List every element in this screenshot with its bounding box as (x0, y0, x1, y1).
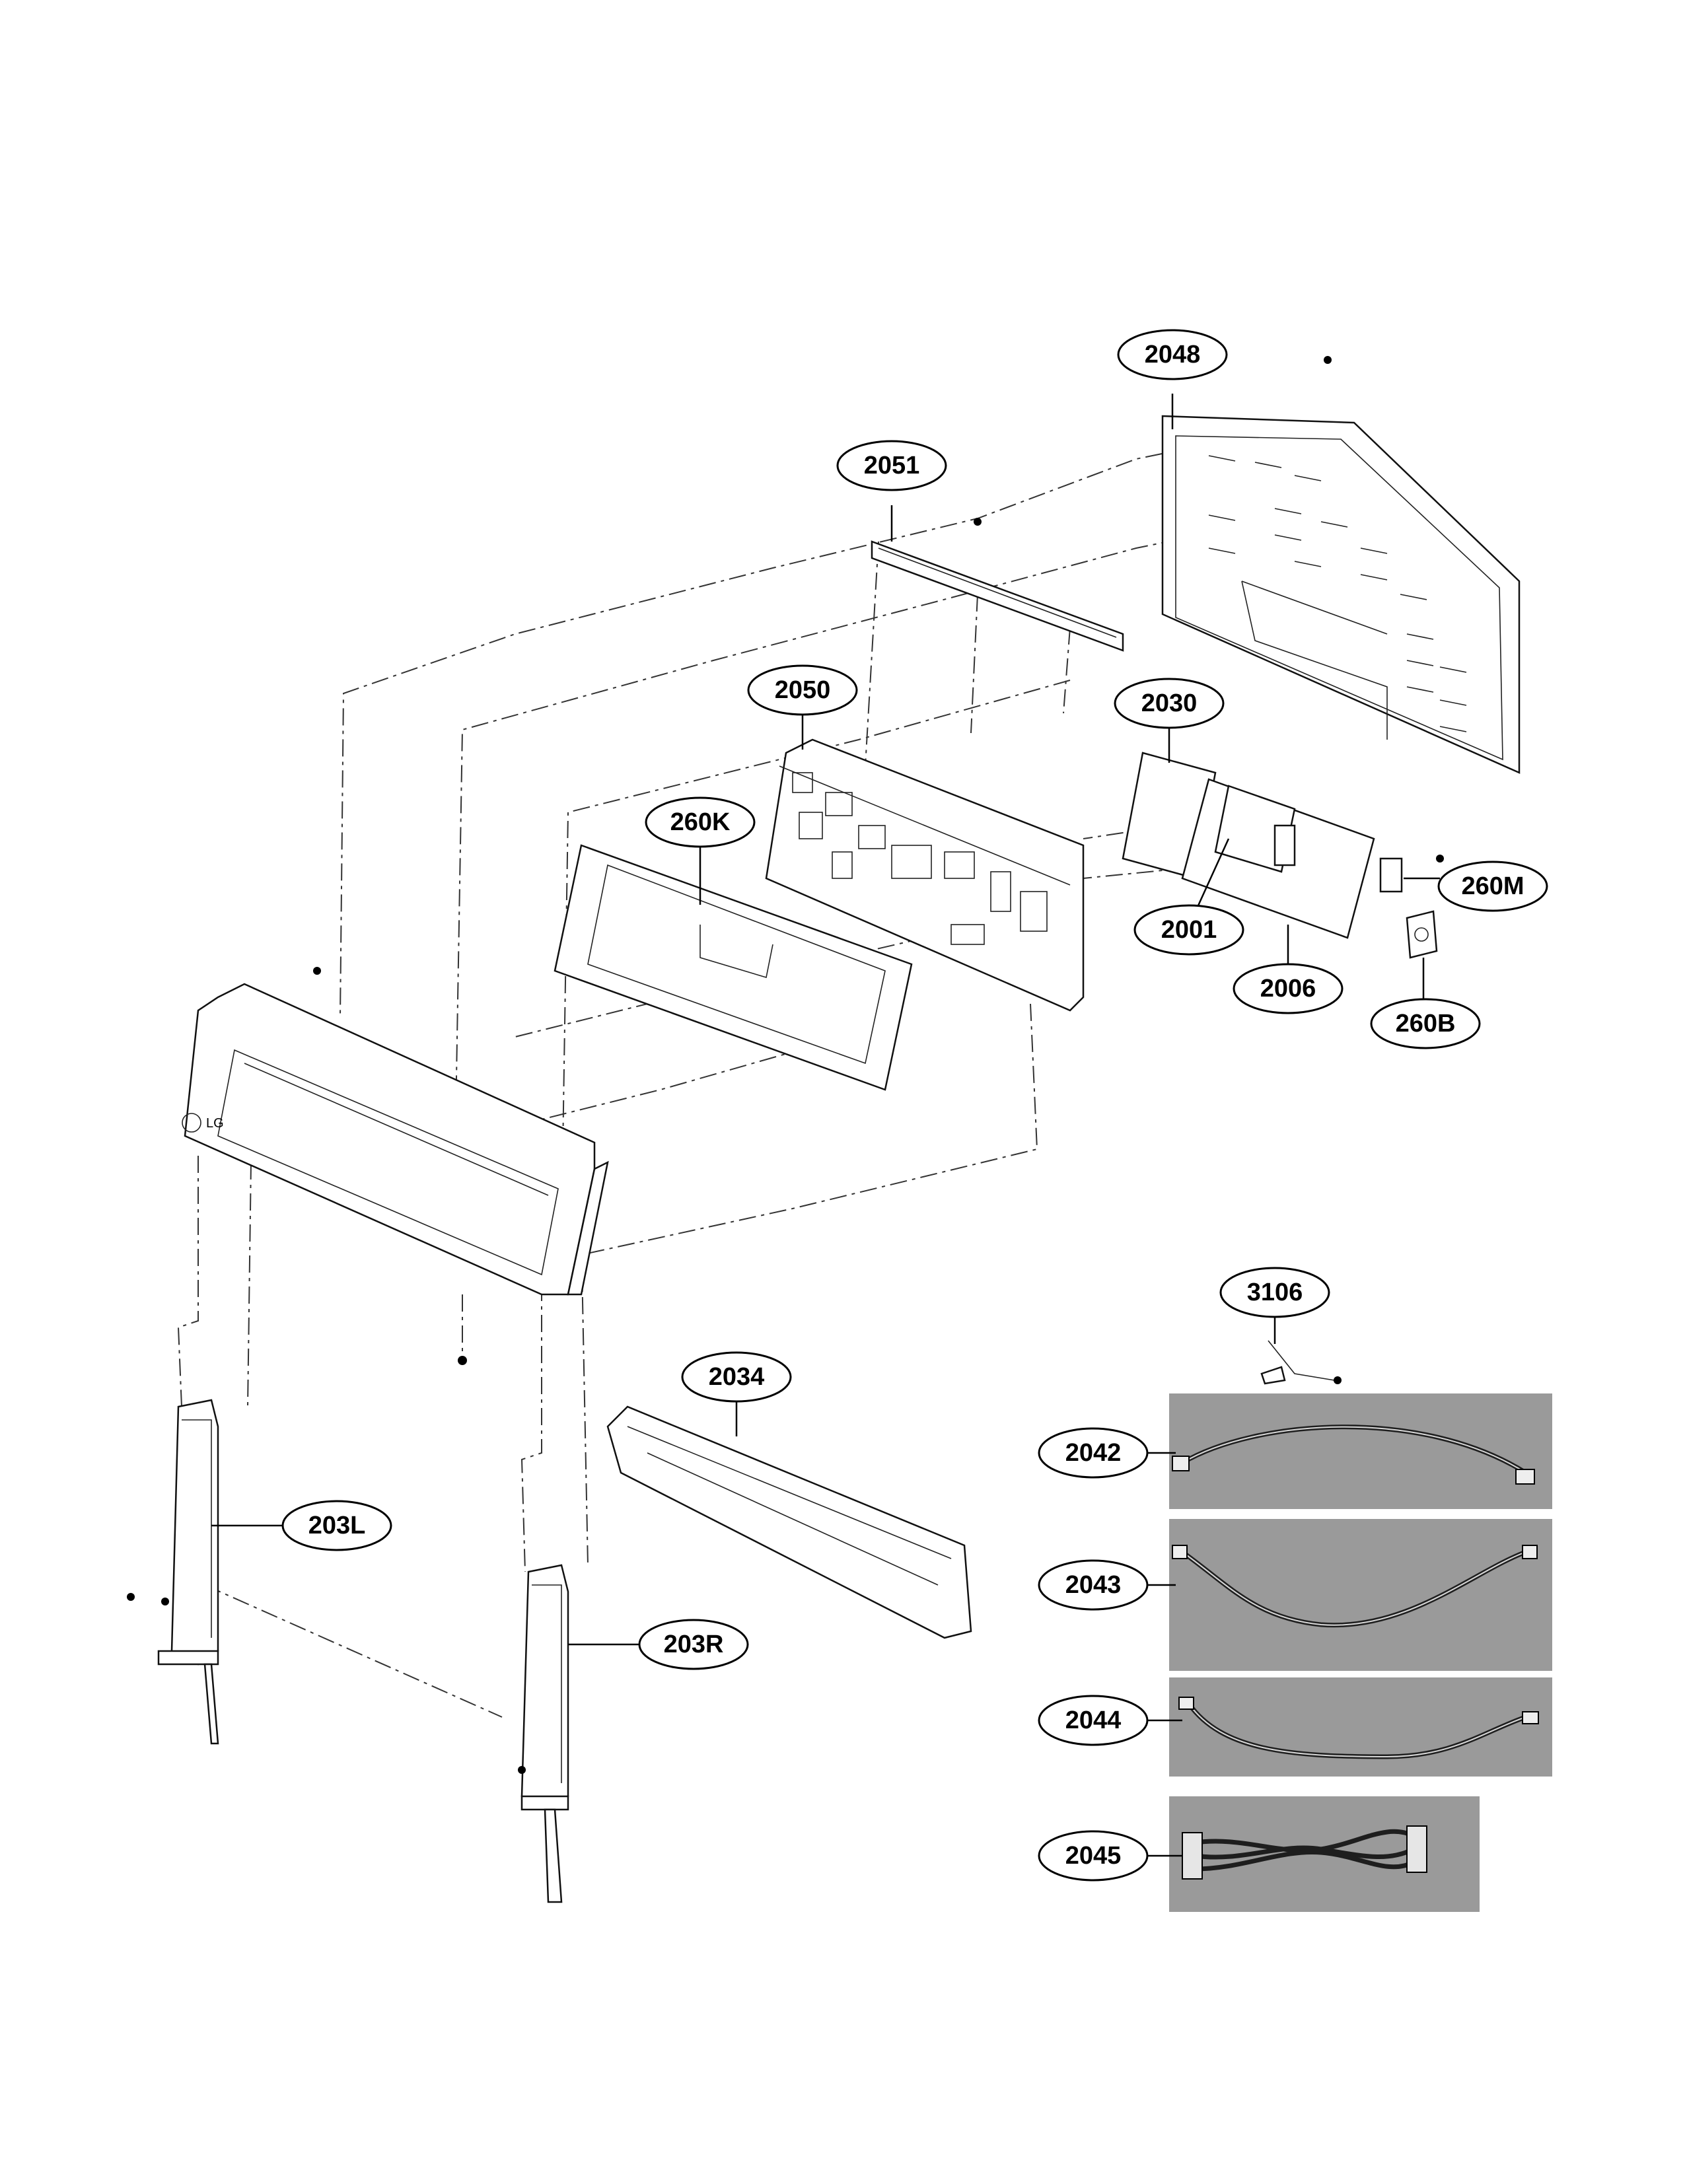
harness-photo-2042 (1146, 1393, 1552, 1509)
side-bracket-203L (127, 1399, 284, 1745)
panel-logo-text: LG (206, 1116, 224, 1131)
callout-label: 2051 (864, 452, 920, 479)
circuit-boards (1122, 724, 1375, 971)
callout-3106: 3106 (1219, 1267, 1330, 1318)
callout-label: 2042 (1065, 1439, 1122, 1467)
rear-cover-panel-2048 (1161, 356, 1521, 774)
callout-2045: 2045 (1038, 1830, 1149, 1882)
callout-label: 2050 (775, 676, 831, 704)
harness-photo-2043 (1146, 1519, 1552, 1671)
callout-2001: 2001 (1133, 904, 1244, 956)
callout-260M: 260M (1437, 861, 1548, 912)
callout-2030: 2030 (1114, 678, 1225, 729)
callout-label: 2030 (1141, 689, 1198, 717)
bracket-bar-2051 (871, 505, 1124, 652)
harness-photo-2045 (1146, 1796, 1480, 1912)
callout-label: 2048 (1145, 341, 1201, 369)
callout-2044: 2044 (1038, 1695, 1149, 1746)
callout-label: 2043 (1065, 1571, 1122, 1599)
callout-2050: 2050 (747, 664, 858, 716)
callout-2006: 2006 (1233, 963, 1344, 1014)
callout-label: 2001 (1161, 916, 1217, 944)
callout-label: 260K (670, 808, 731, 836)
callout-2051: 2051 (836, 440, 947, 491)
callout-260B: 260B (1370, 998, 1481, 1049)
callout-2048: 2048 (1117, 329, 1228, 380)
callout-label: 260M (1461, 872, 1524, 900)
callout-label: 2044 (1065, 1707, 1122, 1734)
front-control-panel: LG (182, 967, 609, 1365)
callout-203R: 203R (638, 1619, 749, 1670)
callout-label: 2045 (1065, 1842, 1122, 1870)
small-parts-260M-260B (1379, 855, 1444, 1004)
callout-label: 2034 (709, 1363, 765, 1391)
display-window-260K (554, 837, 913, 1091)
callout-label: 3106 (1247, 1279, 1303, 1306)
callout-2042: 2042 (1038, 1427, 1149, 1479)
side-bracket-203R (518, 1564, 641, 1903)
control-frame-2050 (765, 710, 1085, 1012)
callout-label: 203L (308, 1512, 366, 1539)
callout-2043: 2043 (1038, 1559, 1149, 1611)
harness-photo-2044 (1146, 1677, 1552, 1777)
callout-label: 203R (664, 1631, 724, 1658)
clip-3106 (1260, 1311, 1342, 1385)
callout-260K: 260K (645, 796, 756, 848)
callout-203L: 203L (281, 1500, 392, 1551)
callout-label: 260B (1396, 1010, 1456, 1038)
callout-label: 2006 (1260, 975, 1316, 1003)
channel-2034 (606, 1395, 972, 1639)
callout-2034: 2034 (681, 1351, 792, 1403)
